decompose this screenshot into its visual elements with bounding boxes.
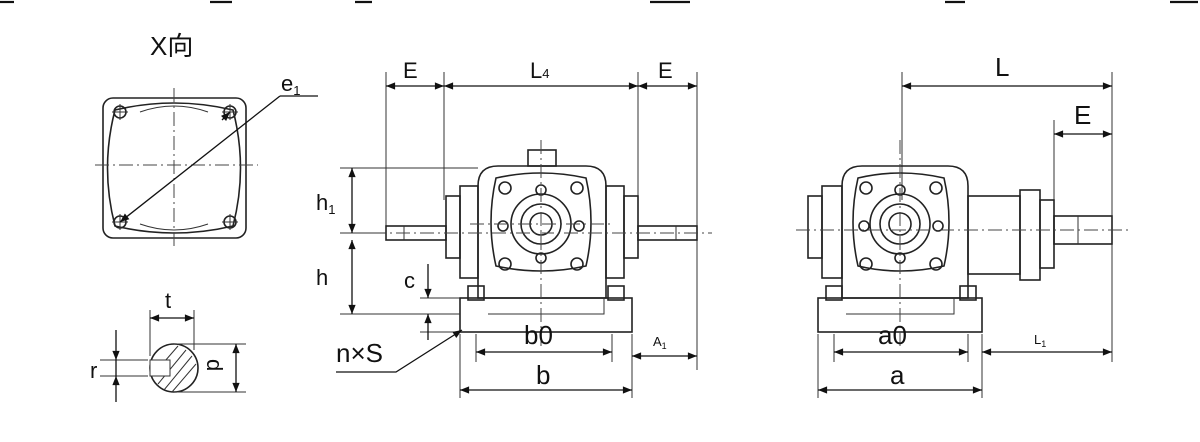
dim-e1: e1: [281, 71, 300, 98]
dim-E-left: E: [403, 58, 418, 83]
dim-b: b: [536, 360, 550, 390]
dim-A1: A1: [653, 334, 667, 351]
x-view-flange: X向 e1: [95, 31, 318, 248]
side-view: L E: [796, 52, 1130, 398]
dim-nxS: n×S: [336, 338, 383, 368]
shaft-section: t r d: [90, 288, 246, 402]
dim-c: c: [404, 268, 415, 293]
dim-L1: L1: [1034, 332, 1046, 349]
front-view: E L4 E: [316, 58, 712, 398]
dim-L: L: [995, 52, 1009, 82]
dim-t: t: [165, 288, 171, 313]
dim-E-mid: E: [658, 58, 673, 83]
dim-h1: h1: [316, 190, 335, 217]
view-label: X向: [150, 31, 193, 61]
dim-L4: L4: [530, 58, 549, 83]
dim-h: h: [316, 265, 328, 290]
dim-d: d: [202, 359, 227, 371]
dim-b0: b0: [524, 320, 553, 350]
dim-a: a: [890, 360, 905, 390]
dim-a0: a0: [878, 320, 907, 350]
dim-E-right: E: [1074, 100, 1091, 130]
dim-r: r: [90, 358, 97, 383]
